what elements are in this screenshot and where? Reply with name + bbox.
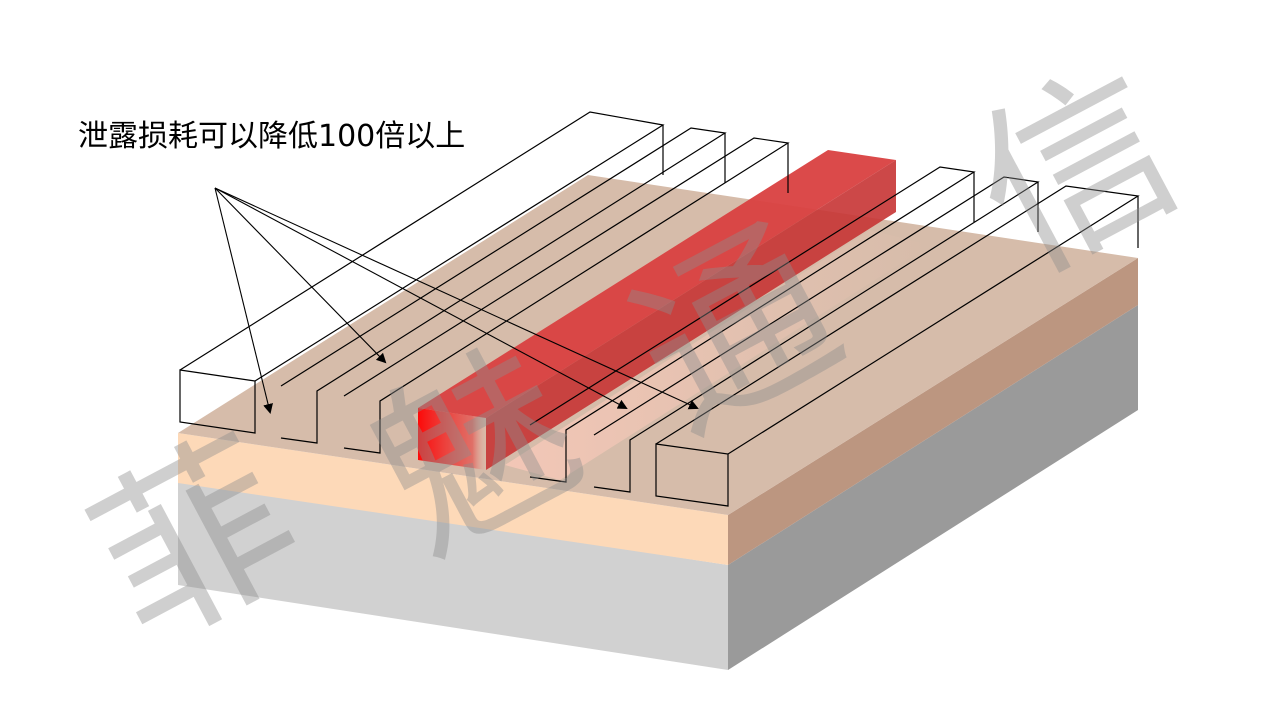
rib-r1 bbox=[529, 166, 976, 483]
substrate-side bbox=[728, 305, 1138, 670]
leak-glow bbox=[505, 230, 930, 480]
cladding-side bbox=[728, 258, 1138, 565]
rib-right-wide-top bbox=[655, 185, 1140, 455]
core-front bbox=[418, 408, 486, 470]
arrow-1 bbox=[214, 187, 273, 414]
rib-right-wide-front bbox=[655, 443, 729, 507]
arrow-4 bbox=[214, 187, 699, 410]
cladding-front bbox=[178, 433, 728, 565]
rib-left-wide-top bbox=[179, 111, 665, 382]
core-top bbox=[418, 150, 896, 418]
rib-outlines bbox=[179, 111, 1140, 507]
rib-left-wide-front bbox=[179, 369, 256, 434]
arrow-3 bbox=[214, 187, 628, 409]
substrate-front bbox=[178, 480, 728, 670]
arrow-2 bbox=[214, 187, 387, 364]
leakage-caption: 泄露损耗可以降低100倍以上 bbox=[78, 119, 465, 154]
substrate bbox=[178, 305, 1138, 670]
core-waveguide bbox=[418, 150, 896, 470]
rib-l1 bbox=[280, 127, 727, 444]
rib-l2 bbox=[343, 137, 790, 454]
core-side bbox=[486, 160, 896, 470]
annotation-arrows bbox=[214, 187, 699, 414]
rib-r2 bbox=[593, 176, 1040, 493]
